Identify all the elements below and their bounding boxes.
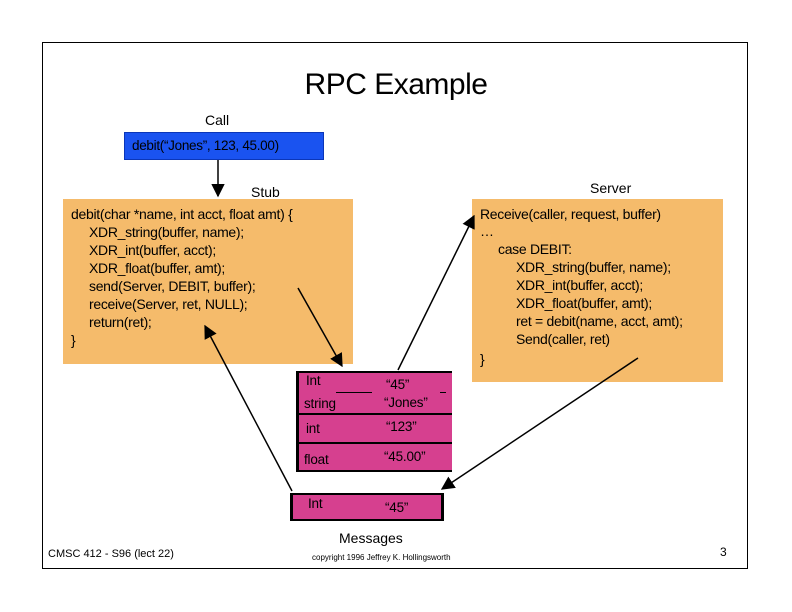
stub-send-arrow xyxy=(297,287,343,368)
request-field-type: int xyxy=(306,421,320,436)
request-field-value: “45.00” xyxy=(384,449,426,464)
stub-code-box: debit(char *name, int acct, float amt) {… xyxy=(63,199,353,364)
reply-field-type: Int xyxy=(308,496,323,511)
stub-code-line: XDR_int(buffer, acct); xyxy=(89,242,216,258)
request-field-type: Int xyxy=(306,373,321,388)
stub-code-line: receive(Server, ret, NULL); xyxy=(89,296,248,312)
request-field-value: “45” xyxy=(386,377,410,392)
request-field-value: “123” xyxy=(386,419,417,434)
server-code-line: XDR_string(buffer, name); xyxy=(516,259,671,275)
stub-code-line: debit(char *name, int acct, float amt) { xyxy=(71,206,293,222)
stub-code-line: send(Server, DEBIT, buffer); xyxy=(89,278,256,294)
call-box-text: debit(“Jones”, 123, 45.00) xyxy=(132,138,279,153)
message-border xyxy=(290,493,293,521)
request-field-value: “Jones” xyxy=(384,395,428,410)
server-code-box: Receive(caller, request, buffer) … case … xyxy=(472,199,723,382)
request-field-type: string xyxy=(304,396,336,411)
slide-frame xyxy=(42,42,748,569)
page-number: 3 xyxy=(720,545,727,559)
server-code-line: } xyxy=(480,351,485,367)
request-to-server-arrow xyxy=(397,214,475,371)
server-code-line: … xyxy=(480,223,494,239)
server-label: Server xyxy=(590,180,632,196)
stub-code-line: return(ret); xyxy=(89,314,152,330)
message-separator xyxy=(336,392,372,393)
message-border xyxy=(296,470,452,472)
stub-label: Stub xyxy=(251,184,280,200)
stub-code-line: XDR_float(buffer, amt); xyxy=(89,260,226,276)
server-code-line: Receive(caller, request, buffer) xyxy=(480,206,661,222)
stub-code-line: } xyxy=(71,332,76,348)
server-code-line: ret = debit(name, acct, amt); xyxy=(516,313,683,329)
message-border xyxy=(296,371,299,472)
server-reply-arrow xyxy=(440,357,639,490)
footer-course: CMSC 412 - S96 (lect 22) xyxy=(48,548,174,560)
message-border xyxy=(290,519,444,521)
call-label: Call xyxy=(205,112,230,128)
message-separator xyxy=(440,392,446,393)
stub-code-line: XDR_string(buffer, name); xyxy=(89,224,244,240)
call-box: debit(“Jones”, 123, 45.00) xyxy=(124,132,324,160)
request-message: Int “45” string “Jones” int “123” float … xyxy=(296,371,452,472)
reply-field-value: “45” xyxy=(385,500,409,515)
server-code-line: XDR_float(buffer, amt); xyxy=(516,295,653,311)
footer-copyright: copyright 1996 Jeffrey K. Hollingsworth xyxy=(312,553,451,562)
slide-title: RPC Example xyxy=(304,68,488,101)
message-border xyxy=(296,371,452,373)
reply-to-stub-arrow xyxy=(204,324,293,492)
message-divider xyxy=(296,413,452,415)
messages-label: Messages xyxy=(339,530,403,546)
message-border xyxy=(290,493,444,495)
server-code-line: XDR_int(buffer, acct); xyxy=(516,277,643,293)
server-code-line: case DEBIT: xyxy=(498,241,572,257)
request-field-type: float xyxy=(304,452,329,467)
reply-message: Int “45” xyxy=(290,493,444,521)
message-divider xyxy=(296,442,452,444)
message-border xyxy=(441,493,444,521)
server-code-line: Send(caller, ret) xyxy=(516,331,610,347)
